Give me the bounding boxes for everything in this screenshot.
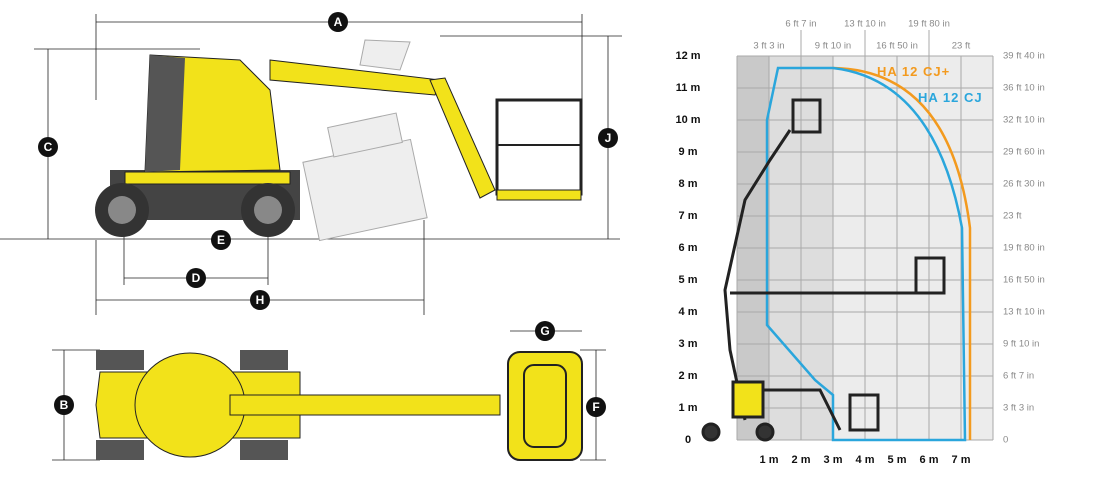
x-tick-metric: 2 m [791,454,811,466]
y-tick-metric: 10 m [675,114,701,126]
y-tick-imperial: 36 ft 10 in [1003,82,1045,94]
y-tick-metric: 6 m [678,242,698,254]
x-tick-metric: 4 m [855,454,875,466]
y-tick-imperial: 13 ft 10 in [1003,306,1045,318]
y-tick-metric: 4 m [678,306,698,318]
x-tick-imperial: 3 ft 3 in [753,40,785,52]
x-tick-imperial-top: 13 ft 10 in [844,18,886,30]
y-tick-metric: 7 m [678,210,698,222]
y-tick-imperial: 19 ft 80 in [1003,242,1045,254]
y-tick-imperial: 32 ft 10 in [1003,114,1045,126]
top-view-machine [95,350,583,461]
y-tick-imperial: 0 [1003,434,1009,446]
y-tick-metric: 5 m [678,274,698,286]
stowed-boom-ghost [302,39,428,242]
x-tick-metric: 1 m [759,454,779,466]
x-tick-metric: 3 m [823,454,843,466]
x-tick-imperial-top: 19 ft 80 in [908,18,950,30]
y-tick-metric: 12 m [675,50,701,62]
y-tick-metric: 3 m [678,338,698,350]
side-view-machine [95,54,583,237]
dimension-g-badge: G [535,321,555,341]
y-tick-metric: 2 m [678,370,698,382]
y-tick-imperial: 6 ft 7 in [1003,370,1035,382]
y-tick-metric: 9 m [678,146,698,158]
y-tick-imperial: 16 ft 50 in [1003,274,1045,286]
dimension-e-badge: E [211,230,231,250]
legend-ha12cj-plus: HA 12 CJ+ [877,64,951,79]
x-tick-imperial: 9 ft 10 in [814,40,852,52]
y-tick-metric: 0 [684,434,692,446]
legend-ha12cj: HA 12 CJ [918,90,983,105]
y-tick-metric: 8 m [678,178,698,190]
dimension-j-badge: J [598,128,618,148]
dimension-d-badge: D [186,268,206,288]
dimension-b-badge: B [54,395,74,415]
y-tick-imperial: 26 ft 30 in [1003,178,1045,190]
y-tick-imperial: 3 ft 3 in [1003,402,1035,414]
working-envelope-chart [701,30,994,442]
x-tick-imperial: 23 ft [951,40,971,52]
y-tick-metric: 11 m [675,82,701,94]
envelope-ha12cj [765,66,967,442]
dimension-a-badge: A [328,12,348,32]
x-tick-metric: 5 m [887,454,907,466]
dimension-f-badge: F [586,397,606,417]
x-tick-metric: 6 m [919,454,939,466]
y-tick-imperial: 9 ft 10 in [1003,338,1040,350]
y-tick-imperial: 39 ft 40 in [1003,50,1045,62]
y-tick-metric: 1 m [678,402,698,414]
envelope-ha12cj-plus [832,66,972,440]
y-tick-imperial: 29 ft 60 in [1003,146,1045,158]
y-tick-imperial: 23 ft [1003,210,1022,222]
x-tick-imperial-top: 6 ft 7 in [785,18,817,30]
dimension-h-badge: H [250,290,270,310]
x-tick-metric: 7 m [951,454,971,466]
x-tick-imperial: 16 ft 50 in [876,40,918,52]
machine-positions [701,98,946,442]
dimension-c-badge: C [38,137,58,157]
